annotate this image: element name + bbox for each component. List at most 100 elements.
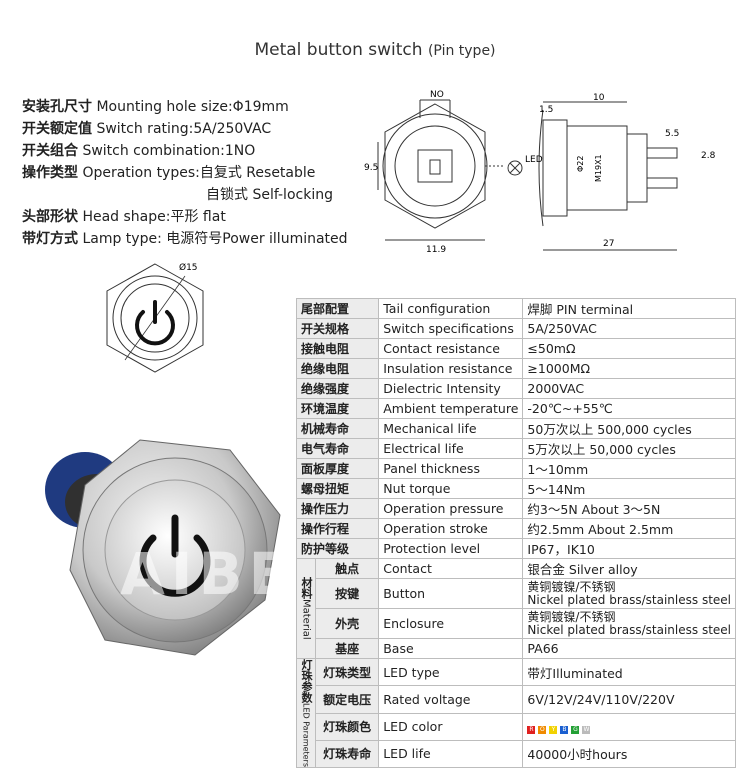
row-cn: 开关规格: [295, 318, 380, 339]
led-cn: 灯珠颜色: [314, 712, 380, 741]
spec-cn: 头部形状: [22, 209, 78, 225]
label-led: LED: [525, 155, 543, 165]
row-val: ≤50mΩ: [522, 338, 736, 359]
spec-text: Head shape:平形 flat: [78, 209, 226, 225]
head-circle-inner: [120, 283, 190, 353]
spec-text: Mounting hole size:Φ19mm: [92, 99, 289, 115]
spec-cn: 操作类型: [22, 165, 78, 181]
row-val: 约2.5mm About 2.5mm: [522, 518, 736, 539]
row-val: 焊脚 PIN terminal: [522, 298, 736, 319]
row-en: Protection level: [378, 538, 524, 559]
title-main: Metal button switch: [254, 40, 423, 60]
label-11-9: 11.9: [426, 245, 446, 255]
row-val: 5～14Nm: [522, 478, 736, 499]
label-no: NO: [430, 90, 444, 100]
head-top-view: Ø15: [106, 262, 204, 373]
spec-cn: 开关额定值: [22, 121, 92, 137]
label-5-5: 5.5: [665, 129, 679, 139]
terminal-top: [646, 147, 678, 159]
led-en: LED color: [378, 712, 524, 741]
material-val-en: Nickel plated brass/stainless steel: [527, 622, 731, 637]
head-hex: [106, 263, 204, 373]
material-en: Button: [378, 578, 524, 609]
led-val: 40000小时hours: [522, 739, 736, 768]
led-color-blue: B: [560, 726, 569, 735]
inner-circle: [394, 125, 476, 207]
material-val-en: Nickel plated brass/stainless steel: [527, 592, 731, 607]
spec-row: 安装孔尺寸 Mounting hole size:Φ19mm: [22, 96, 372, 118]
row-cn: 环境温度: [295, 398, 380, 419]
row-val: IP67，IK10: [522, 538, 736, 559]
row-val: 2000VAC: [522, 378, 736, 399]
row-en: Mechanical life: [378, 418, 524, 439]
led-en: Rated voltage: [378, 685, 524, 714]
row-en: Panel thickness: [378, 458, 524, 479]
spec-text: Operation types:自复式 Resetable: [78, 165, 316, 181]
spec-text: 自锁式 Self-locking: [206, 187, 333, 203]
material-val-cn: 黄铜镀镍/不锈钢: [527, 579, 616, 594]
led-val: 带灯Illuminated: [522, 657, 736, 687]
row-val: -20℃~+55℃: [522, 398, 736, 419]
row-cn: 操作压力: [295, 498, 380, 519]
row-val: 5A/250VAC: [522, 318, 736, 339]
table-row: 灯珠寿命 LED life 40000小时hours: [297, 739, 736, 768]
row-val: 约3～5N About 3～5N: [522, 498, 736, 519]
material-en: Base: [378, 638, 524, 659]
led-color-orange: O: [538, 726, 547, 735]
row-en: Contact resistance: [378, 338, 524, 359]
side-view-drawing: LED 1.5 10 5.5 2.8 Φ22 M19X1 27: [507, 93, 716, 251]
led-en: LED type: [378, 657, 524, 687]
spec-row: 操作类型 Operation types:自复式 Resetable: [22, 162, 372, 184]
row-cn: 操作行程: [295, 518, 380, 539]
row-en: Tail configuration: [378, 298, 524, 319]
material-en: Enclosure: [378, 608, 524, 639]
outer-circle: [382, 113, 488, 219]
row-en: Ambient temperature: [378, 398, 524, 419]
row-en: Nut torque: [378, 478, 524, 499]
row-cn: 螺母扭矩: [295, 478, 380, 499]
led-en: LED life: [378, 739, 524, 768]
table-row: 基座 Base PA66: [297, 638, 736, 659]
head-circle-outer: [112, 275, 198, 361]
led-color-white: W: [582, 726, 591, 735]
row-en: Insulation resistance: [378, 358, 524, 379]
front-view-drawing: NO 9.5 11.9: [364, 90, 505, 255]
row-en: Electrical life: [378, 438, 524, 459]
material-cn: 按键: [314, 578, 380, 609]
led-side-cn: 灯珠参数: [300, 659, 313, 703]
material-val: PA66: [522, 638, 736, 659]
spec-cn: 开关组合: [22, 143, 78, 159]
material-cn: 外壳: [314, 608, 380, 639]
spec-text: Lamp type: 电源符号Power illuminated: [78, 231, 348, 247]
row-cn: 防护等级: [295, 538, 380, 559]
spec-text: Switch rating:5A/250VAC: [92, 121, 272, 137]
led-cn: 额定电压: [314, 685, 380, 714]
row-cn: 接触电阻: [295, 338, 380, 359]
power-icon-photo: [139, 514, 211, 597]
led-side-en: LED Parameters: [301, 703, 311, 768]
led-color-yellow: Y: [549, 726, 558, 735]
row-val: 50万次以上 500,000 cycles: [522, 418, 736, 439]
spec-row: 头部形状 Head shape:平形 flat: [22, 206, 372, 228]
table-row: 材料 Material 触点 Contact 银合金 Silver alloy: [296, 558, 736, 659]
terminal-bottom: [646, 177, 678, 189]
spec-list: 安装孔尺寸 Mounting hole size:Φ19mm 开关额定值 Swi…: [22, 96, 372, 250]
row-en: Switch specifications: [378, 318, 524, 339]
material-val: 银合金 Silver alloy: [522, 558, 736, 579]
led-cn: 灯珠类型: [314, 657, 380, 687]
